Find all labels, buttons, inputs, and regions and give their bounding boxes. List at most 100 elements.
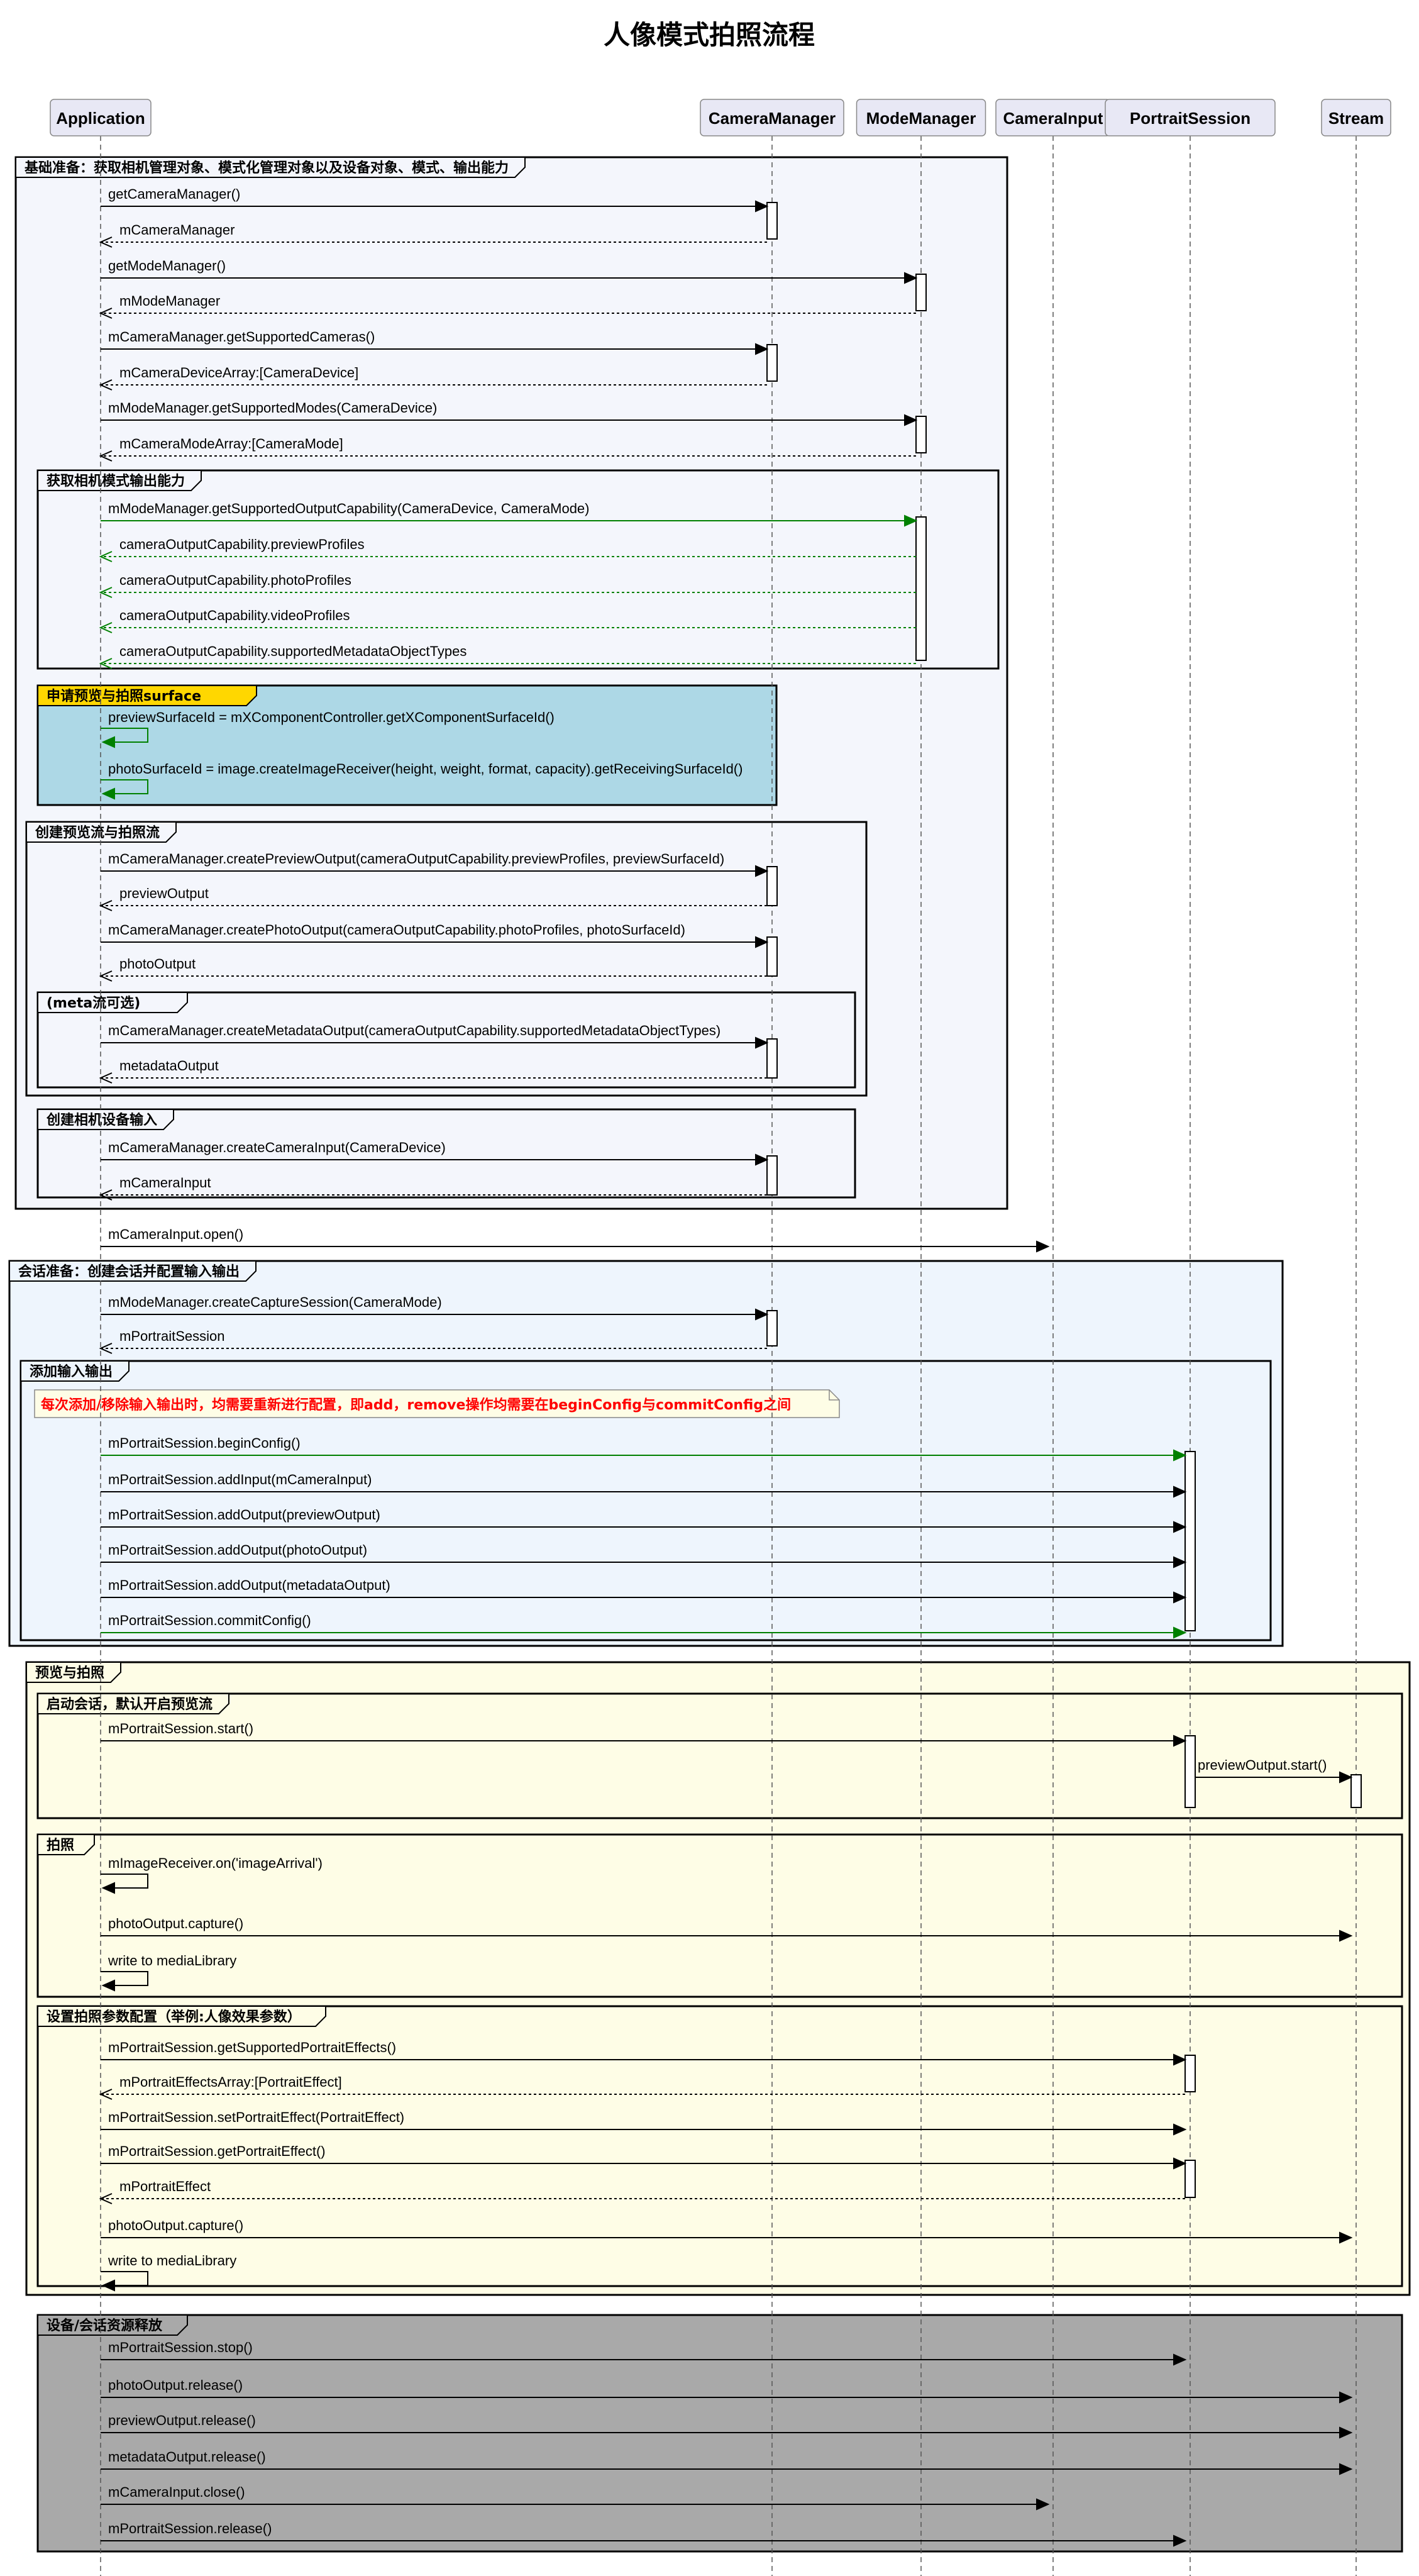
group-frame: (meta流可选) — [36, 991, 856, 1089]
arrow-head — [99, 2193, 113, 2204]
message: previewOutput.start() — [1195, 1757, 1353, 1784]
message: mCameraDeviceArray:[CameraDevice] — [99, 365, 767, 391]
group-label: 创建相机设备输入 — [46, 1112, 157, 1128]
arrow-head — [101, 2279, 115, 2292]
message: write to mediaLibrary — [101, 1953, 236, 1992]
arrow-head — [755, 1308, 769, 1321]
group-frame-box — [36, 2005, 1403, 2287]
group-label-tab — [37, 992, 188, 1013]
message: mCameraModeArray:[CameraMode] — [99, 436, 916, 462]
self-message-line — [101, 779, 148, 794]
group-label: 会话准备：创建会话并配置输入输出 — [18, 1263, 240, 1280]
arrow-head — [755, 865, 769, 877]
arrow-head — [1173, 1626, 1187, 1639]
note-fold — [829, 1390, 839, 1401]
participant-st: Stream — [1321, 99, 1391, 136]
message: photoOutput.release() — [101, 2377, 1353, 2404]
activation-bar — [766, 202, 778, 240]
message: mCameraManager.createMetadataOutput(came… — [101, 1023, 769, 1049]
arrow-head — [99, 622, 113, 633]
arrow-head — [99, 587, 113, 598]
group-frames: 基础准备：获取相机管理对象、模式化管理对象以及设备对象、模式、输出能力获取相机模… — [8, 156, 1411, 2553]
group-label-tab — [37, 1834, 95, 1855]
arrow-head — [1173, 2053, 1187, 2066]
arrow-head — [1339, 2426, 1353, 2439]
arrow-head — [99, 970, 113, 982]
group-label: 添加输入输出 — [30, 1363, 113, 1380]
message-label: mPortraitSession.getSupportedPortraitEff… — [108, 2040, 396, 2055]
message-label: mPortraitSession.addInput(mCameraInput) — [108, 1472, 372, 1487]
message-label: photoOutput.capture() — [108, 1916, 243, 1931]
participant-label: ModeManager — [866, 109, 976, 128]
message-label: photoOutput.release() — [108, 2377, 243, 2393]
participant-label: CameraManager — [709, 109, 836, 128]
arrow-head — [99, 450, 113, 462]
arrow-head — [1173, 1556, 1187, 1568]
arrow-head — [99, 379, 113, 391]
message: cameraOutputCapability.previewProfiles — [99, 536, 916, 562]
activation-bar — [1184, 2160, 1196, 2198]
message-label: photoOutput.capture() — [108, 2218, 243, 2233]
group-label: (meta流可选) — [47, 995, 140, 1011]
message-label: mCameraInput — [119, 1175, 211, 1191]
arrow-head — [904, 514, 918, 527]
message-label: mCameraManager.createMetadataOutput(came… — [108, 1023, 721, 1038]
self-message-line — [101, 728, 148, 743]
message-label: mCameraModeArray:[CameraMode] — [119, 436, 343, 452]
message-label: mCameraManager — [119, 222, 235, 238]
message: mPortraitSession.addInput(mCameraInput) — [101, 1472, 1187, 1498]
arrow-head — [1173, 1735, 1187, 1747]
message-label: photoSurfaceId = image.createImageReceiv… — [108, 761, 743, 777]
message-label: mPortraitSession.start() — [108, 1721, 253, 1736]
message: mCameraManager.createCameraInput(CameraD… — [101, 1140, 769, 1166]
group-label-tab — [37, 2314, 188, 2336]
group-label-tab — [37, 2006, 326, 2027]
arrow-head — [101, 1882, 115, 1894]
group-label: 获取相机模式输出能力 — [47, 473, 185, 489]
group-label-tab — [37, 1109, 174, 1130]
self-message-line — [101, 1971, 148, 1986]
group-label: 设置拍照参数配置（举例:人像效果参数） — [47, 2009, 301, 2025]
group-label: 基础准备：获取相机管理对象、模式化管理对象以及设备对象、模式、输出能力 — [25, 160, 509, 176]
arrow-head — [1036, 2498, 1050, 2511]
participant-ps: PortraitSession — [1105, 99, 1276, 136]
arrow-head — [755, 200, 769, 213]
message-label: previewOutput.start() — [1198, 1757, 1327, 1773]
participant-box — [700, 99, 844, 136]
activation-bar — [915, 516, 927, 661]
message-label: mCameraManager.createPhotoOutput(cameraO… — [108, 922, 685, 938]
group-frame-box — [36, 1833, 1403, 1998]
arrow-head — [99, 658, 113, 669]
arrow-head — [1036, 1240, 1050, 1253]
message-label: previewOutput — [119, 886, 209, 901]
arrow-head — [99, 1343, 113, 1354]
arrow-head — [1173, 1485, 1187, 1498]
message: mModeManager.getSupportedOutputCapabilit… — [101, 501, 918, 527]
message-label: cameraOutputCapability.videoProfiles — [119, 608, 350, 623]
participant-box — [50, 99, 152, 136]
participant-mm: ModeManager — [856, 99, 986, 136]
message-label: mPortraitEffect — [119, 2179, 211, 2194]
arrow-head — [1173, 1591, 1187, 1604]
message: mModeManager.createCaptureSession(Camera… — [101, 1294, 769, 1321]
message-label: mCameraManager.createPreviewOutput(camer… — [108, 851, 724, 867]
message: photoOutput — [99, 956, 767, 982]
arrow-head — [99, 236, 113, 248]
activation-bar — [1184, 2055, 1196, 2092]
message: mModeManager — [99, 293, 916, 319]
group-label: 创建预览流与拍照流 — [35, 824, 160, 841]
config-note: 每次添加/移除输入输出时，均需要重新进行配置，即add，remove操作均需要在… — [34, 1389, 840, 1418]
message-label: mCameraManager.createCameraInput(CameraD… — [108, 1140, 446, 1155]
message: getModeManager() — [101, 258, 918, 284]
message-label: mPortraitSession.stop() — [108, 2340, 253, 2355]
message: mPortraitSession.getSupportedPortraitEff… — [101, 2040, 1187, 2066]
message-label: mModeManager — [119, 293, 220, 309]
group-label-tab — [26, 821, 177, 843]
message-label: mCameraInput.open() — [108, 1226, 243, 1242]
message-label: mModeManager.getSupportedModes(CameraDev… — [108, 400, 437, 416]
message-label: write to mediaLibrary — [108, 2253, 236, 2268]
message: previewOutput.release() — [101, 2412, 1353, 2439]
message: mPortraitSession.release() — [101, 2521, 1187, 2547]
activation-bar — [766, 1310, 778, 1346]
message: photoOutput.capture() — [101, 1916, 1353, 1942]
